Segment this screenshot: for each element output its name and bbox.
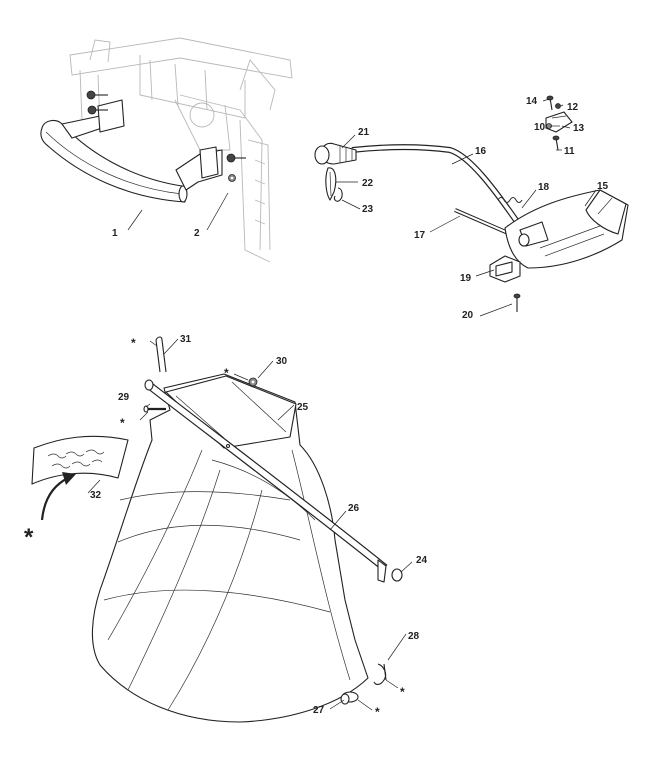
asterisk-marker-29: *	[120, 416, 125, 430]
asterisk-marker-27: *	[375, 705, 380, 719]
asterisk-marker-28: *	[400, 685, 405, 699]
callout-29: 29	[118, 392, 130, 403]
asterisk-marker-31: *	[131, 336, 136, 350]
callout-20: 20	[462, 310, 474, 321]
callout-27: 27	[313, 705, 325, 716]
asterisk-marker-30: *	[224, 366, 229, 380]
callout-11: 11	[564, 146, 575, 157]
callout-21: 21	[358, 127, 370, 138]
callout-25: 25	[297, 402, 309, 413]
callout-13: 13	[573, 123, 585, 134]
grass-catcher-bag	[91, 373, 369, 723]
tractor-frame-ghost	[69, 37, 293, 263]
callout-30: 30	[276, 356, 288, 367]
callout-12: 12	[567, 102, 579, 113]
callout-31: 31	[180, 334, 192, 345]
callout-14: 14	[526, 96, 538, 107]
callout-15: 15	[597, 181, 609, 192]
callout-16: 16	[475, 146, 487, 157]
bag-handle-bar	[144, 379, 388, 583]
bumper-bolts	[86, 90, 246, 182]
callout-1: 1	[112, 228, 118, 239]
callout-2: 2	[194, 228, 200, 239]
leader-lines	[87, 98, 597, 711]
asterisk-markers: * * * * * *	[24, 336, 405, 719]
dump-lever-assembly	[314, 142, 629, 312]
callout-17: 17	[414, 230, 426, 241]
callout-10: 10	[534, 122, 546, 133]
callout-24: 24	[416, 555, 428, 566]
callout-19: 19	[460, 273, 472, 284]
callout-18: 18	[538, 182, 550, 193]
callout-32: 32	[90, 490, 102, 501]
callout-23: 23	[362, 204, 374, 215]
bag-hardware	[31, 336, 403, 705]
callout-26: 26	[348, 503, 360, 514]
callout-labels: 1 2 10 11 12 13 14 15 16 17 18 19 20 21 …	[90, 96, 609, 716]
callout-22: 22	[362, 178, 374, 189]
asterisk-marker-sticker: *	[24, 524, 34, 551]
bumper-bar-part	[40, 99, 223, 203]
callout-28: 28	[408, 631, 420, 642]
